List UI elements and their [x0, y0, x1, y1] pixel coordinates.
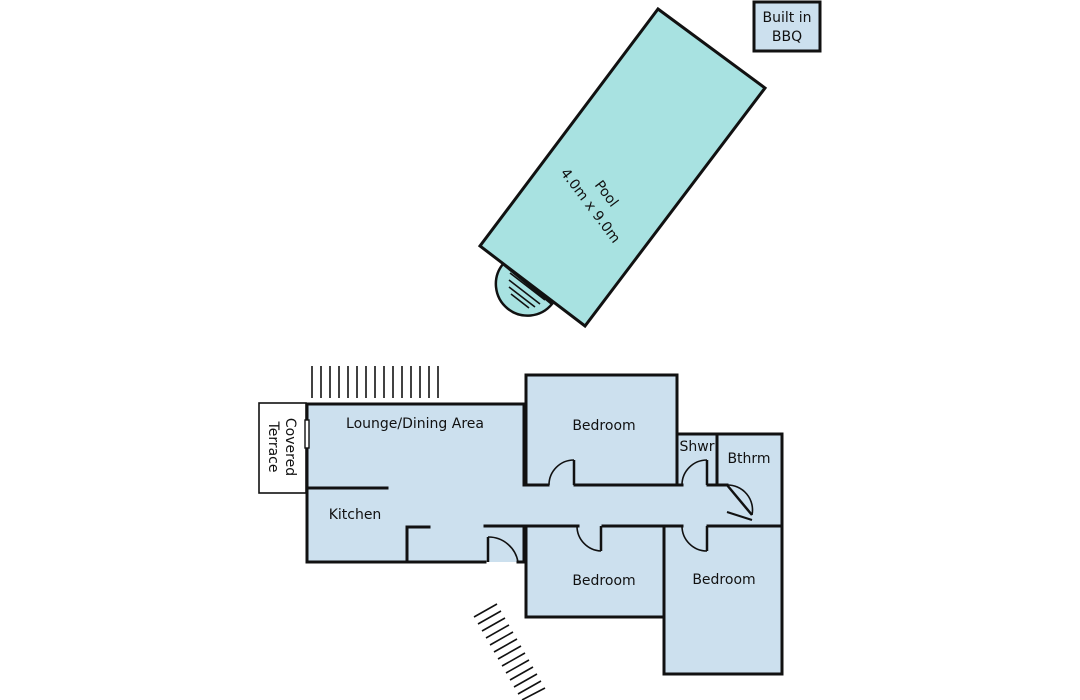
- steps-top: [311, 366, 439, 398]
- covered-terrace-box: [258, 402, 307, 494]
- lounge-kitchen-fill: [307, 404, 524, 562]
- bedroom-bottom-right-label: Bedroom: [692, 572, 755, 588]
- bedroom-top-fill: [526, 375, 677, 485]
- shower-label: Shwr: [680, 439, 715, 455]
- room-labels: Lounge/Dining Area Kitchen Bedroom Shwr …: [329, 416, 771, 589]
- walls: [305, 373, 784, 676]
- kitchen-label: Kitchen: [329, 507, 382, 523]
- room-fills: [307, 375, 782, 674]
- covered-terrace: Covered Terrace: [258, 402, 307, 494]
- bedroom-br-fill: [664, 526, 782, 674]
- window-details: [304, 419, 310, 449]
- bbq-label-line1: Built in: [763, 10, 812, 26]
- steps-bottom: [473, 603, 546, 700]
- doors: [486, 459, 754, 563]
- pool-steps: [508, 272, 546, 309]
- bedroom-bottom-left-label: Bedroom: [572, 573, 635, 589]
- lounge-label: Lounge/Dining Area: [346, 416, 484, 432]
- bbq: Built in BBQ: [752, 0, 822, 53]
- bedroom-bl-fill: [526, 526, 664, 617]
- bbq-label-line2: BBQ: [772, 29, 802, 45]
- bbq-box: [752, 0, 822, 53]
- covered-terrace-line2: Terrace: [265, 421, 281, 473]
- bathroom-label: Bthrm: [727, 451, 770, 467]
- pool: Pool 4.0m x 9.0m: [477, 6, 768, 329]
- bedroom-top-label: Bedroom: [572, 418, 635, 434]
- covered-terrace-line1: Covered: [282, 418, 298, 476]
- pool-outline: [477, 6, 768, 329]
